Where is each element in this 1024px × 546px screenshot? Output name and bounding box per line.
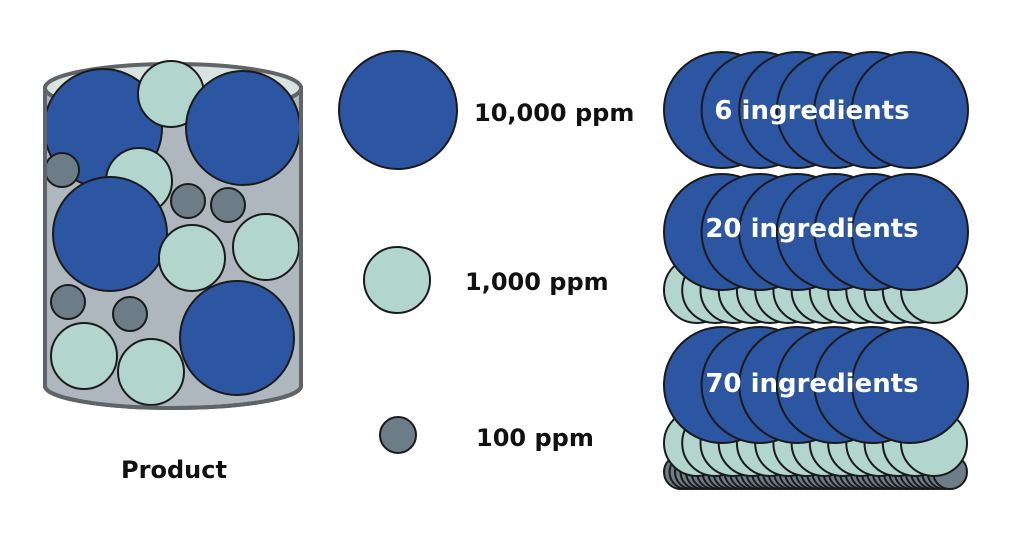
group-large-circle bbox=[851, 51, 969, 169]
group-6-ingredients bbox=[663, 51, 969, 169]
container-medium-circle bbox=[158, 224, 226, 292]
legend-circle-1000-ppm bbox=[363, 246, 431, 314]
container-large-circle bbox=[179, 280, 295, 396]
product-label: Product bbox=[121, 456, 227, 484]
container-outline bbox=[43, 88, 303, 410]
container-small-circle bbox=[44, 152, 80, 188]
container-small-circle bbox=[210, 187, 246, 223]
legend-label-1000-ppm: 1,000 ppm bbox=[465, 268, 609, 296]
container-ingredients bbox=[43, 60, 301, 406]
container-large-circle bbox=[52, 176, 168, 292]
group-label-20-ingredients: 20 ingredients bbox=[705, 214, 918, 244]
group-large-circle bbox=[851, 326, 969, 444]
group-large-circle bbox=[851, 173, 969, 291]
group-label-6-ingredients: 6 ingredients bbox=[714, 96, 909, 126]
container-small-circle bbox=[170, 183, 206, 219]
ppm-legend: 10,000 ppm 1,000 ppm 100 ppm bbox=[338, 50, 634, 454]
legend-circle-100-ppm bbox=[379, 416, 417, 454]
container-large-circle bbox=[185, 70, 301, 186]
container-small-circle bbox=[50, 284, 86, 320]
product-container bbox=[43, 60, 303, 410]
legend-label-100-ppm: 100 ppm bbox=[476, 424, 594, 452]
group-label-70-ingredients: 70 ingredients bbox=[705, 369, 918, 399]
legend-circle-10000-ppm bbox=[338, 50, 458, 170]
container-medium-circle bbox=[232, 213, 300, 281]
container-medium-circle bbox=[50, 322, 118, 390]
container-medium-circle bbox=[117, 338, 185, 406]
group-20-ingredients bbox=[663, 173, 969, 324]
group-70-ingredients bbox=[663, 326, 969, 490]
legend-label-10000-ppm: 10,000 ppm bbox=[474, 99, 634, 127]
container-small-circle bbox=[112, 296, 148, 332]
